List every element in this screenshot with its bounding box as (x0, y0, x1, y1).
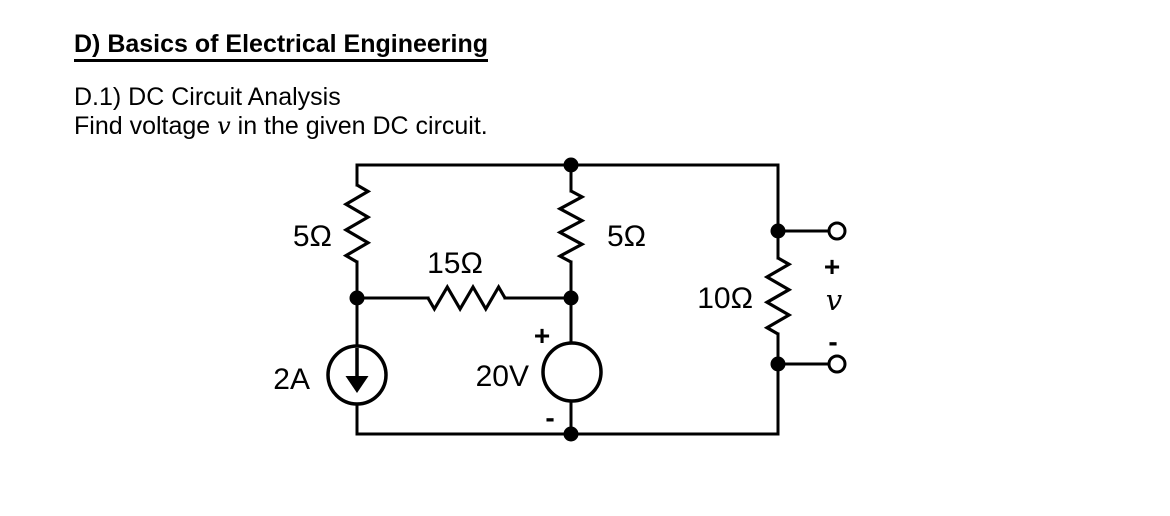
node-bottom (563, 426, 579, 442)
wire-bottom-left (355, 402, 573, 436)
instruction-prefix: Find voltage (74, 112, 218, 140)
node-mid-left (349, 290, 365, 306)
problem-subtitle: D.1) DC Circuit Analysis (74, 83, 341, 111)
section-heading: D) Basics of Electrical Engineering (74, 30, 489, 62)
label-current-source: 2A (273, 363, 310, 396)
label-resistor-horizontal: 15Ω (427, 247, 483, 280)
label-resistor-middle: 5Ω (607, 220, 646, 253)
resistor-right-10ohm (763, 256, 793, 336)
label-voltage-source: 20V (476, 360, 529, 393)
node-group (349, 157, 786, 442)
instruction-variable-v: v (217, 112, 231, 140)
resistor-group (342, 183, 793, 336)
voltage-source-minus-sign: - (545, 402, 554, 433)
voltage-source-circle (541, 341, 603, 403)
resistor-horizontal-15ohm (426, 283, 507, 313)
resistor-left-5ohm (342, 183, 372, 264)
node-mid-center (563, 290, 579, 306)
current-source-arrow-head (345, 376, 369, 393)
output-plus-sign: + (824, 251, 840, 282)
label-resistor-left: 5Ω (293, 220, 332, 253)
output-variable-v: v (826, 283, 843, 317)
terminal-negative (827, 354, 847, 374)
terminal-positive (827, 221, 847, 241)
label-resistor-right: 10Ω (697, 282, 753, 315)
resistor-middle-5ohm (556, 189, 586, 264)
voltage-source-plus-sign: + (534, 320, 550, 351)
instruction-suffix: in the given DC circuit. (230, 112, 488, 140)
problem-instruction: Find voltage v in the given DC circuit. (74, 112, 488, 141)
current-source-circle (326, 344, 388, 406)
node-right-lower (770, 356, 786, 372)
section-title: D) Basics of Electrical Engineering (74, 30, 489, 62)
wire-bottom-right (569, 362, 780, 436)
node-right-upper (770, 223, 786, 239)
node-top (563, 157, 579, 173)
output-minus-sign: - (828, 326, 837, 357)
